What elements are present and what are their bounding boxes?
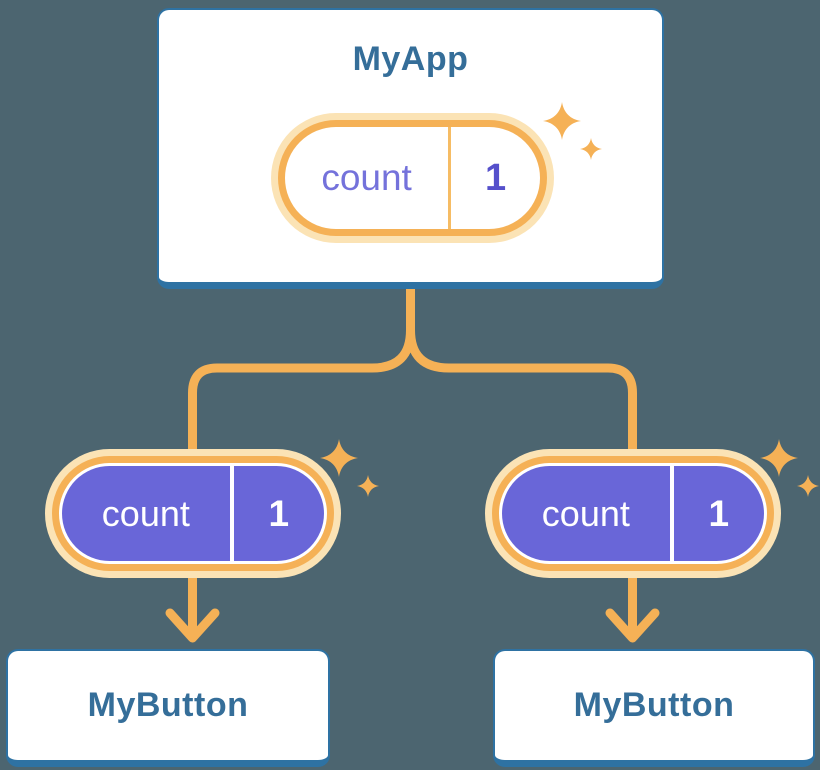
root-component-title: MyApp: [352, 40, 469, 78]
sparkle-icon: [543, 102, 602, 160]
prop-pill-gap: count 1: [59, 463, 327, 564]
root-component-card: MyApp count 1: [157, 8, 664, 289]
prop-pill-right: count 1: [485, 449, 781, 578]
child-component-card-right: MyButton: [493, 649, 815, 767]
child-component-card-left: MyButton: [6, 649, 330, 767]
prop-value: 1: [669, 466, 764, 561]
arrow-down-icon: [165, 608, 220, 643]
prop-label: count: [101, 492, 190, 534]
child-component-title: MyButton: [87, 686, 249, 724]
sparkle-icon: [320, 439, 379, 497]
branch-right-line: [406, 325, 637, 458]
state-pill-body: count 1: [285, 127, 540, 229]
sparkle-icon: [760, 439, 819, 497]
state-pill: count 1: [271, 113, 554, 243]
child-component-title: MyButton: [573, 686, 735, 724]
state-label: count: [321, 157, 412, 198]
prop-pill-ring: count 1: [492, 456, 774, 571]
prop-pill-gap: count 1: [499, 463, 767, 564]
prop-label: count: [541, 492, 630, 534]
branch-left-line: [188, 325, 415, 458]
prop-value: 1: [229, 466, 324, 561]
prop-pill-body: count 1: [502, 466, 764, 561]
prop-pill-body: count 1: [62, 466, 324, 561]
prop-pill-left: count 1: [45, 449, 341, 578]
state-value: 1: [448, 127, 540, 229]
arrow-down-icon: [605, 608, 660, 643]
state-pill-ring: count 1: [278, 120, 547, 236]
prop-pill-ring: count 1: [52, 456, 334, 571]
